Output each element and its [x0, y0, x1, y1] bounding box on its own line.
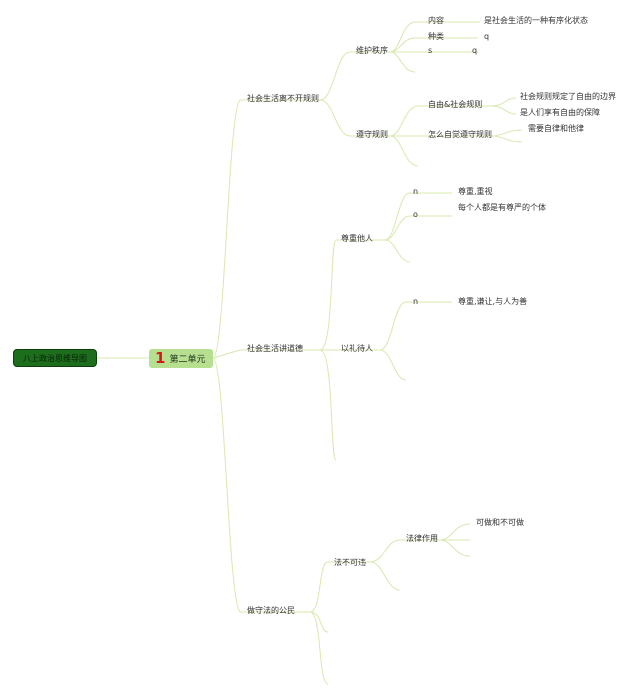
topic-b3-c1-g1[interactable]: 法律作用: [406, 534, 438, 543]
topic-b2-c1-l1-value[interactable]: 尊重,重视: [458, 187, 493, 196]
topic-b3-c1-g1-a[interactable]: 可做和不可做: [476, 518, 524, 527]
topic-b3[interactable]: 做守法的公民: [247, 606, 295, 615]
unit-label: 第二单元: [169, 355, 206, 365]
topic-b2-c1-l1[interactable]: n: [413, 187, 419, 196]
topic-b1-c1[interactable]: 维护秩序: [356, 46, 388, 55]
topic-b1-c1-l1-value[interactable]: 是社会生活的一种有序化状态: [484, 16, 588, 25]
topic-b2-c2-l1[interactable]: n: [413, 297, 419, 306]
topic-b1-c2-g1-a[interactable]: 社会规则规定了自由的边界: [520, 92, 616, 101]
unit-number-badge: 1: [155, 349, 166, 367]
topic-b1-c1-l3[interactable]: s: [428, 46, 433, 55]
root-topic[interactable]: 八上政治思维导图: [13, 349, 97, 367]
topic-b1-c2-g1[interactable]: 自由&社会规则: [428, 100, 483, 109]
topic-b1-c1-l1[interactable]: 内容: [428, 16, 444, 25]
topic-b1-c1-l2-value[interactable]: q: [484, 32, 490, 41]
topic-b1-c2-g2-a[interactable]: 需要自律和他律: [528, 124, 584, 133]
topic-b2-c2[interactable]: 以礼待人: [341, 344, 373, 353]
topic-b1-c1-l3-value[interactable]: q: [472, 46, 478, 55]
topic-b3-c1[interactable]: 法不可违: [334, 558, 366, 567]
topic-b1-c2-g1-b[interactable]: 是人们享有自由的保障: [520, 108, 600, 117]
topic-b1[interactable]: 社会生活离不开规则: [247, 94, 319, 103]
topic-b1-c2-g2[interactable]: 怎么自觉遵守规则: [428, 130, 492, 139]
topic-b1-c2[interactable]: 遵守规则: [356, 130, 388, 139]
topic-b2[interactable]: 社会生活讲道德: [247, 344, 303, 353]
topic-b2-c1[interactable]: 尊重他人: [341, 234, 373, 243]
topic-b2-c2-l1-value[interactable]: 尊重,谦让,与人为善: [458, 297, 528, 306]
unit-topic[interactable]: 1 第二单元: [149, 349, 213, 368]
topic-b1-c1-l2[interactable]: 种类: [428, 32, 444, 41]
topic-b2-c1-l2[interactable]: o: [413, 210, 418, 219]
topic-b2-c1-l2-value[interactable]: 每个人都是有尊严的个体: [458, 203, 546, 212]
